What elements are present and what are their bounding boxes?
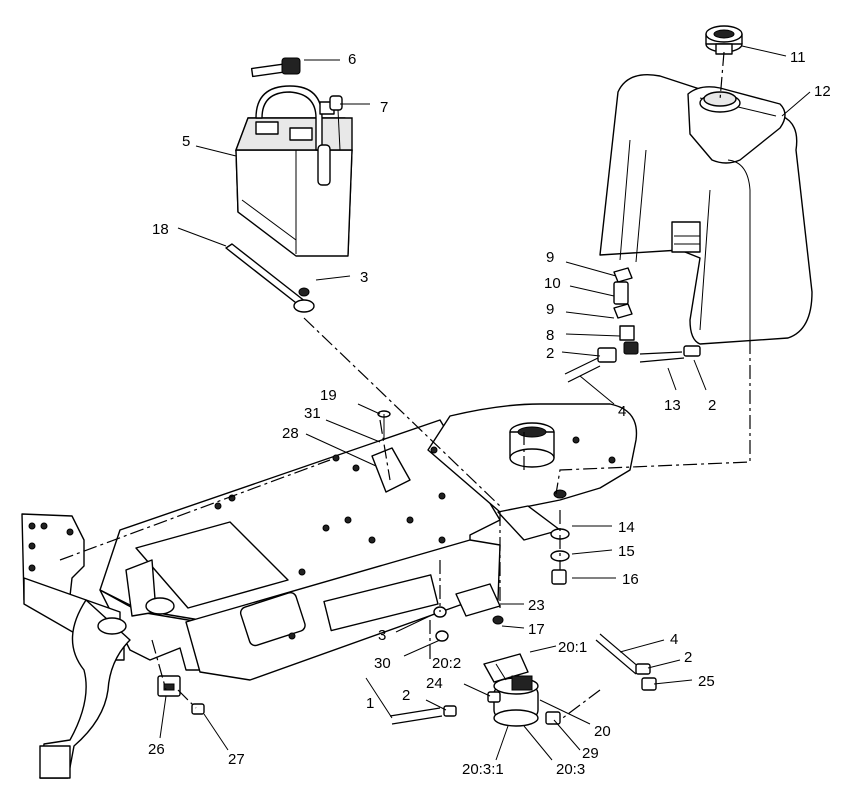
callout-2-fitting-right: 2 xyxy=(708,397,716,414)
callout-25: 25 xyxy=(698,673,715,690)
callout-31: 31 xyxy=(304,405,321,422)
battery xyxy=(234,85,353,257)
callout-19: 19 xyxy=(320,387,337,404)
callout-14: 14 xyxy=(618,519,635,536)
callout-7: 7 xyxy=(380,99,388,116)
fuel-hoses xyxy=(389,351,685,725)
callout-16: 16 xyxy=(622,571,639,588)
callout-4-lower: 4 xyxy=(670,631,678,648)
callout-17: 17 xyxy=(528,621,545,638)
callout-30: 30 xyxy=(374,655,391,672)
callout-24: 24 xyxy=(426,675,443,692)
callout-12: 12 xyxy=(814,83,831,100)
callout-10: 10 xyxy=(544,275,561,292)
callout-28: 28 xyxy=(282,425,299,442)
callout-5: 5 xyxy=(182,133,190,150)
callout-29: 29 xyxy=(582,745,599,762)
callout-8: 8 xyxy=(546,327,554,344)
callout-leaders xyxy=(159,45,811,761)
callout-labels: 1 2 2 2 2 3 3 4 4 5 6 7 8 9 9 10 11 12 1… xyxy=(148,49,831,778)
battery-cable-clamp xyxy=(319,95,343,151)
callout-20-3: 20:3 xyxy=(556,761,585,778)
fuel-cap xyxy=(705,25,743,55)
callout-3-upper: 3 xyxy=(360,269,368,286)
callout-20: 20 xyxy=(594,723,611,740)
callout-20-3-1: 20:3:1 xyxy=(462,761,504,778)
callout-27: 27 xyxy=(228,751,245,768)
callout-13: 13 xyxy=(664,397,681,414)
hold-down-rod xyxy=(225,243,315,313)
callout-26: 26 xyxy=(148,741,165,758)
callout-9-lower: 9 xyxy=(546,301,554,318)
callout-9-upper: 9 xyxy=(546,249,554,266)
callout-20-1: 20:1 xyxy=(558,639,587,656)
fuel-shutoff-assembly xyxy=(597,267,701,363)
callout-18: 18 xyxy=(152,221,169,238)
terminal-boot xyxy=(250,57,301,78)
callout-11: 11 xyxy=(790,49,806,66)
callout-3-lower: 3 xyxy=(378,627,386,644)
fuel-tank xyxy=(599,74,813,345)
assembly-centerlines xyxy=(59,51,751,721)
callout-6: 6 xyxy=(348,51,356,68)
callout-2-fitting-lower-left: 2 xyxy=(402,687,410,704)
callout-20-2: 20:2 xyxy=(432,655,461,672)
tractor-frame xyxy=(21,403,657,779)
callout-4-upper: 4 xyxy=(618,403,626,420)
callout-2-fitting-left: 2 xyxy=(546,345,554,362)
callout-2-fitting-lower-right: 2 xyxy=(684,649,692,666)
callout-1: 1 xyxy=(366,695,374,712)
callout-23: 23 xyxy=(528,597,545,614)
callout-15: 15 xyxy=(618,543,635,560)
